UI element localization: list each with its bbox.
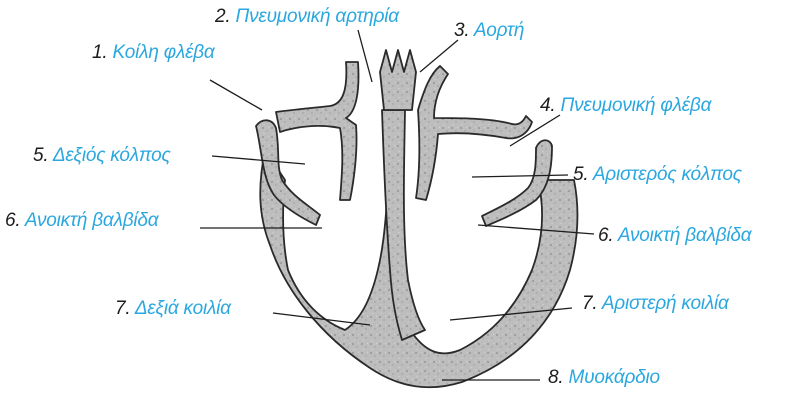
label-left-ventricle: 7. Αριστερή κοιλία xyxy=(582,293,729,315)
label-text: Αριστερή κοιλία xyxy=(602,293,729,314)
label-number: 3. xyxy=(454,20,469,41)
leader-pulmonary-artery xyxy=(358,30,372,82)
label-number: 4. xyxy=(540,95,555,116)
label-text: Αορτή xyxy=(474,20,524,41)
label-number: 6. xyxy=(598,225,613,246)
label-left-atrium: 5. Αριστερός κόλπος xyxy=(573,164,742,186)
label-text: Δεξιά κοιλία xyxy=(135,298,231,319)
leader-left-atrium xyxy=(472,175,568,177)
label-aorta: 3. Αορτή xyxy=(454,20,524,42)
leader-vena-cava xyxy=(210,80,262,110)
pulmonary-artery-vessel xyxy=(276,62,359,200)
label-number: 5. xyxy=(573,164,588,185)
label-left-valve: 6. Ανοικτή βαλβίδα xyxy=(598,225,751,247)
label-right-atrium: 5. Δεξιός κόλπος xyxy=(33,145,171,167)
label-text: Κοίλη φλέβα xyxy=(113,42,215,63)
label-text: Ανοικτή βαλβίδα xyxy=(618,225,752,246)
label-text: Μυοκάρδιο xyxy=(569,367,660,388)
label-vena-cava: 1. Κοίλη φλέβα xyxy=(92,42,215,64)
label-right-valve: 6. Ανοικτή βαλβίδα xyxy=(5,210,158,232)
label-text: Δεξιός κόλπος xyxy=(53,145,171,166)
label-text: Ανοικτή βαλβίδα xyxy=(25,210,159,231)
leader-right-atrium xyxy=(212,156,305,164)
label-number: 8. xyxy=(548,367,563,388)
label-number: 6. xyxy=(5,210,20,231)
label-text: Πνευμονική αρτηρία xyxy=(236,6,399,27)
label-number: 7. xyxy=(115,298,130,319)
label-number: 5. xyxy=(33,145,48,166)
label-pulmonary-vein: 4. Πνευμονική φλέβα xyxy=(540,95,711,117)
label-number: 2. xyxy=(215,6,230,27)
pulmonary-vein-vessel xyxy=(416,66,532,200)
label-text: Αριστερός κόλπος xyxy=(593,164,742,185)
aorta-vessel xyxy=(380,50,416,110)
label-myocardium: 8. Μυοκάρδιο xyxy=(548,367,660,389)
label-text: Πνευμονική φλέβα xyxy=(561,95,712,116)
label-number: 1. xyxy=(92,42,107,63)
label-right-ventricle: 7. Δεξιά κοιλία xyxy=(115,298,231,320)
label-number: 7. xyxy=(582,293,597,314)
label-pulmonary-artery: 2. Πνευμονική αρτηρία xyxy=(215,6,399,28)
